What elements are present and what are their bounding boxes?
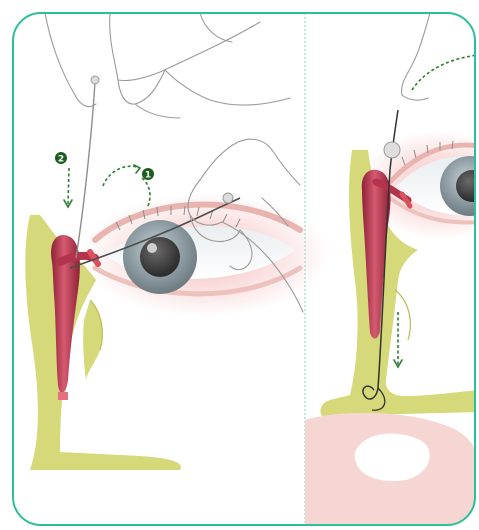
nasal-opening-right: [355, 434, 430, 481]
pupil-left: [140, 237, 180, 277]
eye-highlight-left: [147, 243, 157, 253]
duct-opening-left: [58, 392, 68, 400]
forceps-tip-left: [223, 193, 233, 203]
stent-bead-right: [384, 142, 400, 158]
step-two-label: 2: [58, 155, 64, 165]
step-one-label: 1: [145, 171, 151, 181]
probe-tip-left: [91, 76, 99, 84]
